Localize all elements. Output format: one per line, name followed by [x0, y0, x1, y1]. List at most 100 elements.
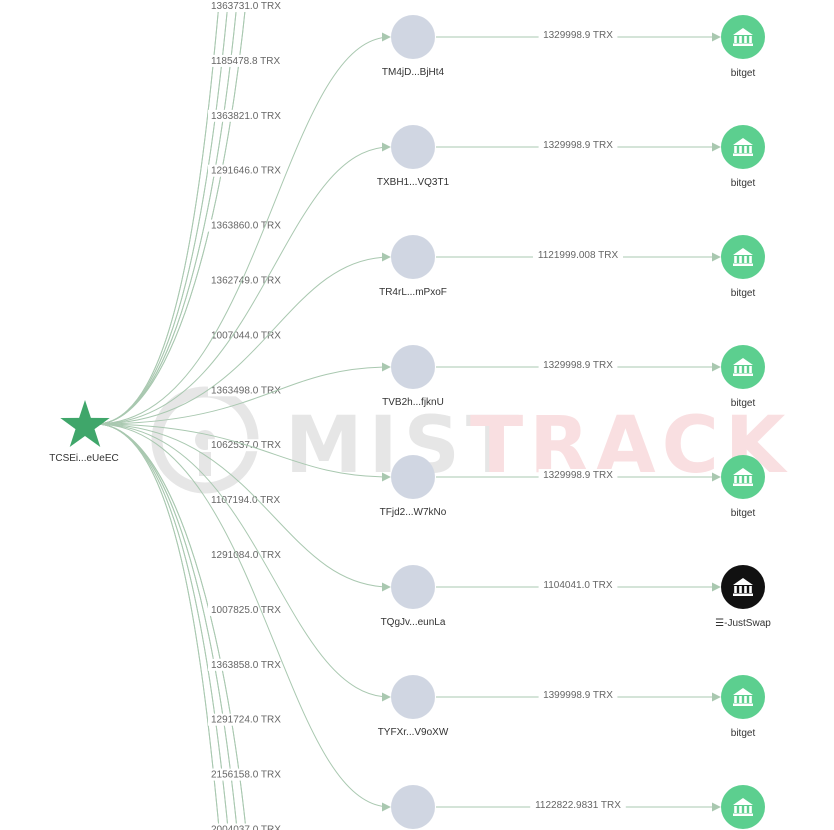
fan-edge [95, 0, 220, 425]
exchange-node[interactable] [721, 785, 765, 829]
left-amount-bg [208, 768, 290, 781]
exchange-node[interactable]: bitget [721, 235, 765, 299]
address-node[interactable] [391, 565, 435, 609]
exchange-label: ☰-JustSwap [715, 618, 771, 629]
transfer-amount-label: 1121999.008 TRX [538, 250, 619, 261]
address-label: TFjd2...W7kNo [380, 507, 447, 518]
exchange-node-circle[interactable] [721, 125, 765, 169]
left-amount-bg [208, 54, 290, 67]
left-amount-bg [208, 164, 290, 177]
flow-row: 1104041.0 TRX TQgJv...eunLa ☰-JustSwap [95, 423, 771, 629]
left-amount-bg [208, 329, 290, 342]
address-label: TM4jD...BjHt4 [382, 67, 445, 78]
transfer-amount-bg [538, 579, 618, 590]
left-amount-bg [208, 658, 290, 671]
address-label: TQgJv...eunLa [381, 617, 446, 628]
source-to-address-edge [95, 142, 391, 425]
transfer-amount-bg [538, 359, 618, 370]
transfer-amount-bg [538, 29, 618, 40]
exchange-node-circle[interactable] [721, 565, 765, 609]
left-amount-label: 1291646.0 TRX [211, 166, 281, 177]
exchange-node[interactable]: bitget [721, 15, 765, 79]
left-amount-bg [208, 494, 290, 507]
transfer-amount-label: 1329998.9 TRX [543, 360, 613, 371]
exchange-node-circle[interactable] [721, 345, 765, 389]
bank-icon [733, 358, 753, 376]
address-node[interactable] [391, 345, 435, 389]
left-amount-bg [208, 0, 290, 12]
flow-row: 1122822.9831 TRX [95, 423, 765, 829]
source-node[interactable]: TCSEi...eUeEC [49, 400, 119, 464]
source-to-address-edge [95, 362, 391, 425]
left-amount-label: 1363731.0 TRX [211, 1, 281, 12]
exchange-label: bitget [731, 728, 756, 739]
address-label: TYFXr...V9oXW [378, 727, 449, 738]
left-amount-label: 1007044.0 TRX [211, 330, 281, 341]
exchange-node-circle[interactable] [721, 235, 765, 279]
source-to-address-edge [95, 32, 391, 425]
exchange-label: bitget [731, 68, 756, 79]
left-amount-bg [208, 713, 290, 726]
left-amount-label: 1291724.0 TRX [211, 715, 281, 726]
transfer-amount-bg [538, 469, 618, 480]
exchange-node[interactable]: bitget [721, 125, 765, 189]
bank-icon [733, 248, 753, 266]
left-amount-label: 1363498.0 TRX [211, 385, 281, 396]
address-label: TVB2h...fjknU [382, 397, 444, 408]
exchange-label: bitget [731, 398, 756, 409]
flow-row: 1329998.9 TRX TXBH1...VQ3T1 bitget [95, 125, 765, 425]
left-amount-label: 1363858.0 TRX [211, 660, 281, 671]
left-amount-label: 1291084.0 TRX [211, 550, 281, 561]
address-node[interactable] [391, 455, 435, 499]
exchange-node-circle[interactable] [721, 455, 765, 499]
flow-row: 1329998.9 TRX TVB2h...fjknU bitget [95, 345, 765, 425]
address-label: TXBH1...VQ3T1 [377, 177, 450, 188]
exchange-node[interactable]: bitget [721, 455, 765, 519]
address-node[interactable] [391, 125, 435, 169]
left-amount-bg [208, 109, 290, 122]
address-node[interactable] [391, 675, 435, 719]
star-icon[interactable] [60, 400, 110, 447]
left-amount-label: 1107194.0 TRX [211, 495, 280, 506]
exchange-node-circle[interactable] [721, 675, 765, 719]
flow-row: 1399998.9 TRX TYFXr...V9oXW bitget [95, 423, 765, 739]
exchange-label: bitget [731, 178, 756, 189]
address-node[interactable] [391, 235, 435, 279]
left-amount-bg [208, 219, 290, 232]
transfer-amount-label: 1104041.0 TRX [543, 580, 612, 591]
exchange-node[interactable]: ☰-JustSwap [715, 565, 771, 629]
left-amount-label: 1062537.0 TRX [211, 440, 281, 451]
address-label: TR4rL...mPxoF [379, 287, 447, 298]
exchange-node[interactable]: bitget [721, 345, 765, 409]
bank-icon [733, 468, 753, 486]
address-node[interactable] [391, 785, 435, 829]
bank-icon [733, 578, 753, 596]
transfer-amount-bg [538, 689, 618, 700]
fan-edges [95, 0, 247, 830]
source-to-address-edge [95, 423, 391, 702]
left-amount-bg [208, 439, 290, 452]
transfer-amount-label: 1329998.9 TRX [543, 470, 613, 481]
bank-icon [733, 688, 753, 706]
exchange-node-circle[interactable] [721, 15, 765, 59]
transfer-amount-label: 1122822.9831 TRX [535, 800, 621, 811]
source-to-address-edge [95, 423, 391, 812]
left-amount-bg [208, 549, 290, 561]
source-to-address-edge [95, 423, 391, 482]
left-amount-label: 1185478.8 TRX [211, 56, 280, 67]
bank-icon [733, 28, 753, 46]
address-node[interactable] [391, 15, 435, 59]
transfer-amount-label: 1399998.9 TRX [543, 690, 613, 701]
left-amount-label: 1362749.0 TRX [211, 276, 281, 287]
exchange-node[interactable]: bitget [721, 675, 765, 739]
source-to-address-edge [95, 252, 391, 425]
source-address-label: TCSEi...eUeEC [49, 453, 118, 464]
left-amount-bg [208, 603, 290, 616]
exchange-node-circle[interactable] [721, 785, 765, 829]
transfer-amount-bg [533, 249, 623, 260]
source-to-address-edge [95, 423, 391, 592]
left-amount-label: 1363860.0 TRX [211, 221, 281, 232]
